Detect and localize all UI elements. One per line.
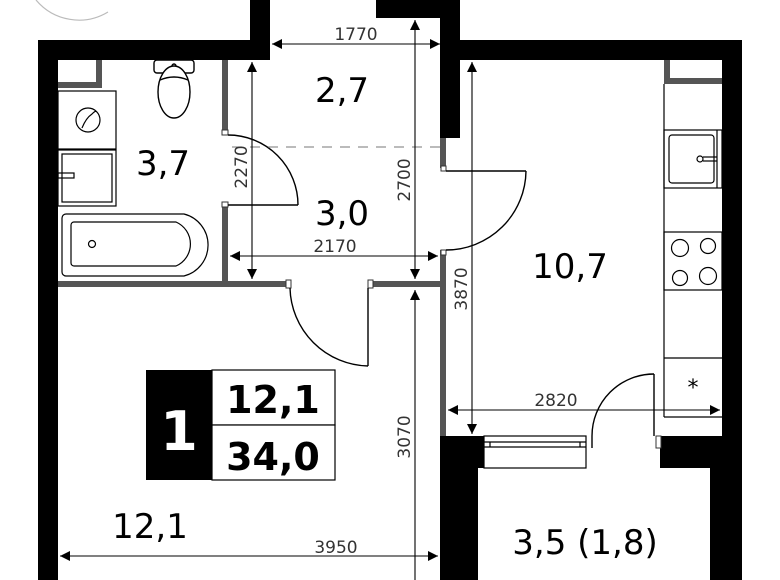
kitchen-sink-icon [663, 129, 723, 189]
svg-text:*: * [688, 376, 699, 401]
window-jamb [478, 436, 484, 468]
living-area-value: 12,1 [226, 378, 320, 422]
dim-hallway-height: 2700 [395, 158, 415, 201]
bathroom-sink-icon [57, 149, 117, 207]
dim-hallway-width: 2170 [313, 237, 356, 257]
total-area-value: 34,0 [226, 435, 320, 479]
area-bathroom: 3,7 [136, 144, 190, 184]
balcony-window[interactable] [483, 435, 587, 469]
door-bathroom[interactable] [227, 134, 299, 206]
exterior-walls [38, 0, 742, 580]
dim-kitchen-height: 3870 [452, 267, 472, 310]
bathtub-icon [61, 213, 209, 277]
dimension-lines [60, 20, 720, 580]
area-living-room: 12,1 [112, 507, 188, 547]
area-kitchen: 10,7 [532, 247, 608, 287]
fridge-icon: * [664, 357, 722, 401]
dim-living-width: 3950 [314, 538, 357, 558]
door-living[interactable] [289, 287, 369, 367]
room-area-labels: 2,7 3,7 3,0 10,7 12,1 3,5 (1,8) [112, 71, 658, 563]
door-kitchen[interactable] [445, 170, 527, 251]
dim-bathroom-height: 2270 [232, 145, 252, 188]
washing-machine-icon [57, 90, 117, 150]
partitions [58, 60, 722, 436]
toilet-icon [153, 59, 195, 119]
dim-living-height: 3070 [395, 415, 415, 458]
dim-toilet-width: 1770 [334, 25, 377, 45]
area-toilet: 2,7 [315, 71, 369, 111]
compass-icon [35, 0, 109, 21]
area-hallway: 3,0 [315, 194, 369, 234]
dimension-labels: 1770 2270 2700 2170 3870 2820 3070 3950 [232, 25, 578, 558]
dim-kitchen-width: 2820 [534, 391, 577, 411]
area-balcony: 3,5 (1,8) [512, 523, 657, 563]
stove-icon [663, 231, 723, 291]
apartment-info-box: 1 12,1 34,0 [146, 369, 336, 481]
door-jambs [221, 129, 662, 449]
door-balcony[interactable] [591, 373, 655, 448]
rooms-count: 1 [160, 400, 198, 463]
